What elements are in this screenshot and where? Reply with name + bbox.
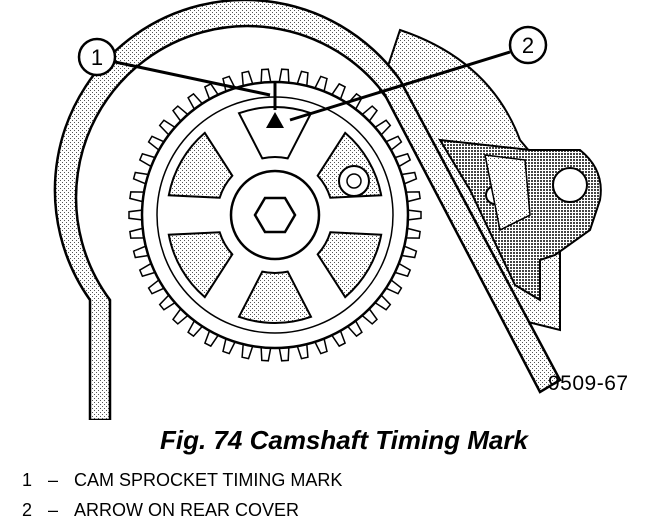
sprocket-window <box>167 231 234 299</box>
figure-title: Fig. 74 Camshaft Timing Mark <box>160 425 528 455</box>
sprocket-window <box>167 131 234 199</box>
legend-item: 1–CAM SPROCKET TIMING MARK <box>22 470 342 491</box>
legend-number: 1 <box>22 470 33 490</box>
legend-separator: – <box>48 500 59 520</box>
diagram-code: 9509-67 <box>548 372 629 395</box>
legend-number: 2 <box>22 500 33 520</box>
sprocket-window <box>316 231 383 299</box>
rear-cover-arrow <box>266 112 284 128</box>
callout-1: 1 <box>77 37 271 97</box>
hub-bolt-hex <box>253 196 297 234</box>
legend-label: CAM SPROCKET TIMING MARK <box>74 470 343 490</box>
callout-2: 2 <box>289 25 548 122</box>
tensioner-bracket <box>438 138 602 302</box>
callout-2-number: 2 <box>522 33 534 58</box>
sprocket-window <box>237 270 313 324</box>
cover-bolt <box>338 165 370 197</box>
timing-belt <box>53 0 562 420</box>
camshaft-diagram: 1 2 <box>53 0 602 420</box>
legend-label: ARROW ON REAR COVER <box>74 500 300 520</box>
callout-1-number: 1 <box>91 45 103 70</box>
legend-separator: – <box>48 470 59 490</box>
legend-item: 2–ARROW ON REAR COVER <box>22 500 299 521</box>
